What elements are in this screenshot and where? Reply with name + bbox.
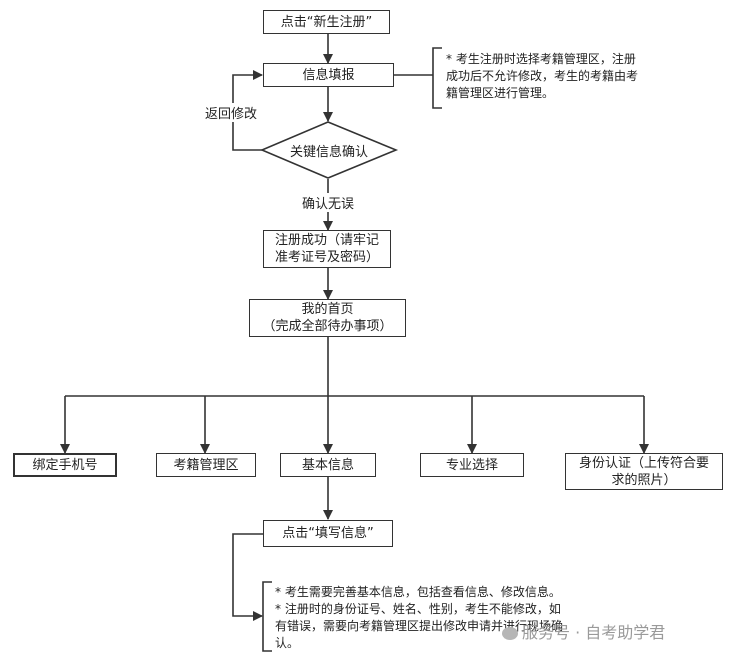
wechat-icon (502, 627, 518, 640)
info-note: * 考生需要完善基本信息，包括查看信息、修改信息。 * 注册时的身份证号、姓名、… (275, 585, 564, 650)
decision-label: 关键信息确认 (290, 145, 369, 160)
home-page-node: 我的首页 （完成全部待办事项） (249, 299, 406, 337)
watermark-text: 服务号 · 自考助学君 (522, 623, 666, 642)
start-register-node: 点击“新生注册” (263, 10, 390, 34)
register-note: * 考生注册时选择考籍管理区，注册 成功后不允许修改，考生的考籍由考 籍管理区进… (446, 52, 639, 100)
fill-info-node: 点击“填写信息” (263, 520, 393, 547)
basic-info-node: 基本信息 (280, 453, 376, 477)
id-verify-node: 身份认证（上传符合要 求的照片） (565, 453, 723, 490)
exam-area-node: 考籍管理区 (156, 453, 256, 477)
bind-phone-node: 绑定手机号 (13, 453, 117, 477)
back-edit-label: 返回修改 (205, 103, 258, 122)
confirmed-ok-label: 确认无误 (302, 193, 355, 212)
watermark: 服务号 · 自考助学君 (502, 619, 665, 643)
register-success-node: 注册成功（请牢记 准考证号及密码） (263, 230, 391, 268)
major-select-node: 专业选择 (420, 453, 524, 477)
decision-diamond (259, 121, 399, 179)
info-fill-node: 信息填报 (263, 63, 394, 87)
